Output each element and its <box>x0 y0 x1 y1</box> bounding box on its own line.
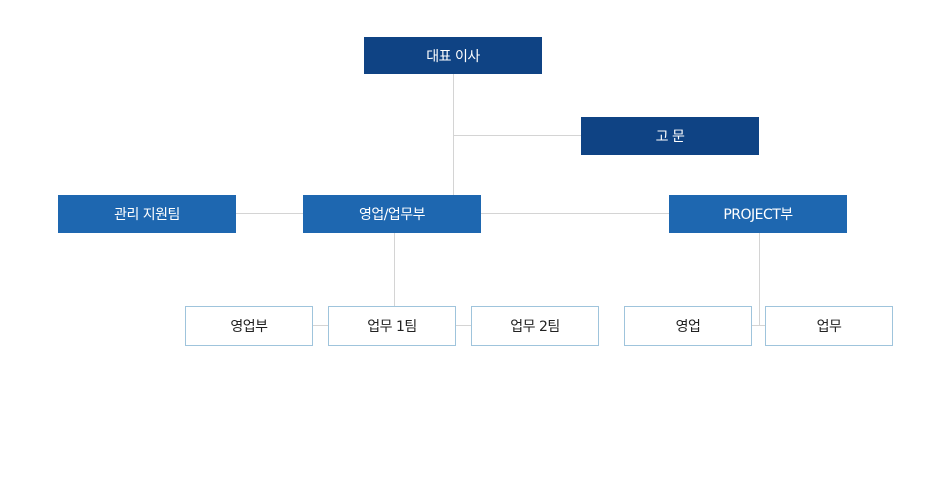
connector-team1-to-team2 <box>455 325 472 326</box>
sales-dept-label: 영업부 <box>230 319 268 335</box>
ops-team2-box: 업무 2팀 <box>471 306 599 346</box>
connector-to-advisor <box>453 135 582 136</box>
project-sales-label: 영업 <box>675 319 701 335</box>
connector-salesops-to-project <box>480 213 670 214</box>
admin-team-box: 관리 지원팀 <box>58 195 236 233</box>
connector-salesops-to-teams <box>394 232 395 307</box>
connector-sales-to-team1 <box>312 325 329 326</box>
sales-ops-box: 영업/업무부 <box>303 195 481 233</box>
connector-project-sales-to-ops <box>750 325 766 326</box>
advisor-box: 고 문 <box>581 117 759 155</box>
ops-team1-box: 업무 1팀 <box>328 306 456 346</box>
ops-team2-label: 업무 2팀 <box>510 319 560 335</box>
project-dept-label: PROJECT부 <box>723 207 793 223</box>
ceo-box: 대표 이사 <box>364 37 542 74</box>
connector-admin-to-salesops <box>235 213 304 214</box>
ceo-label: 대표 이사 <box>426 48 480 65</box>
ops-team1-label: 업무 1팀 <box>367 319 417 335</box>
project-ops-label: 업무 <box>816 319 842 335</box>
sales-dept-box: 영업부 <box>185 306 313 346</box>
project-dept-box: PROJECT부 <box>669 195 847 233</box>
admin-team-label: 관리 지원팀 <box>114 207 180 223</box>
sales-ops-label: 영업/업무부 <box>358 207 426 223</box>
connector-project-to-teams <box>759 232 760 325</box>
project-sales-box: 영업 <box>624 306 752 346</box>
connector-ceo-to-salesops <box>453 73 454 196</box>
project-ops-box: 업무 <box>765 306 893 346</box>
advisor-label: 고 문 <box>655 129 685 145</box>
